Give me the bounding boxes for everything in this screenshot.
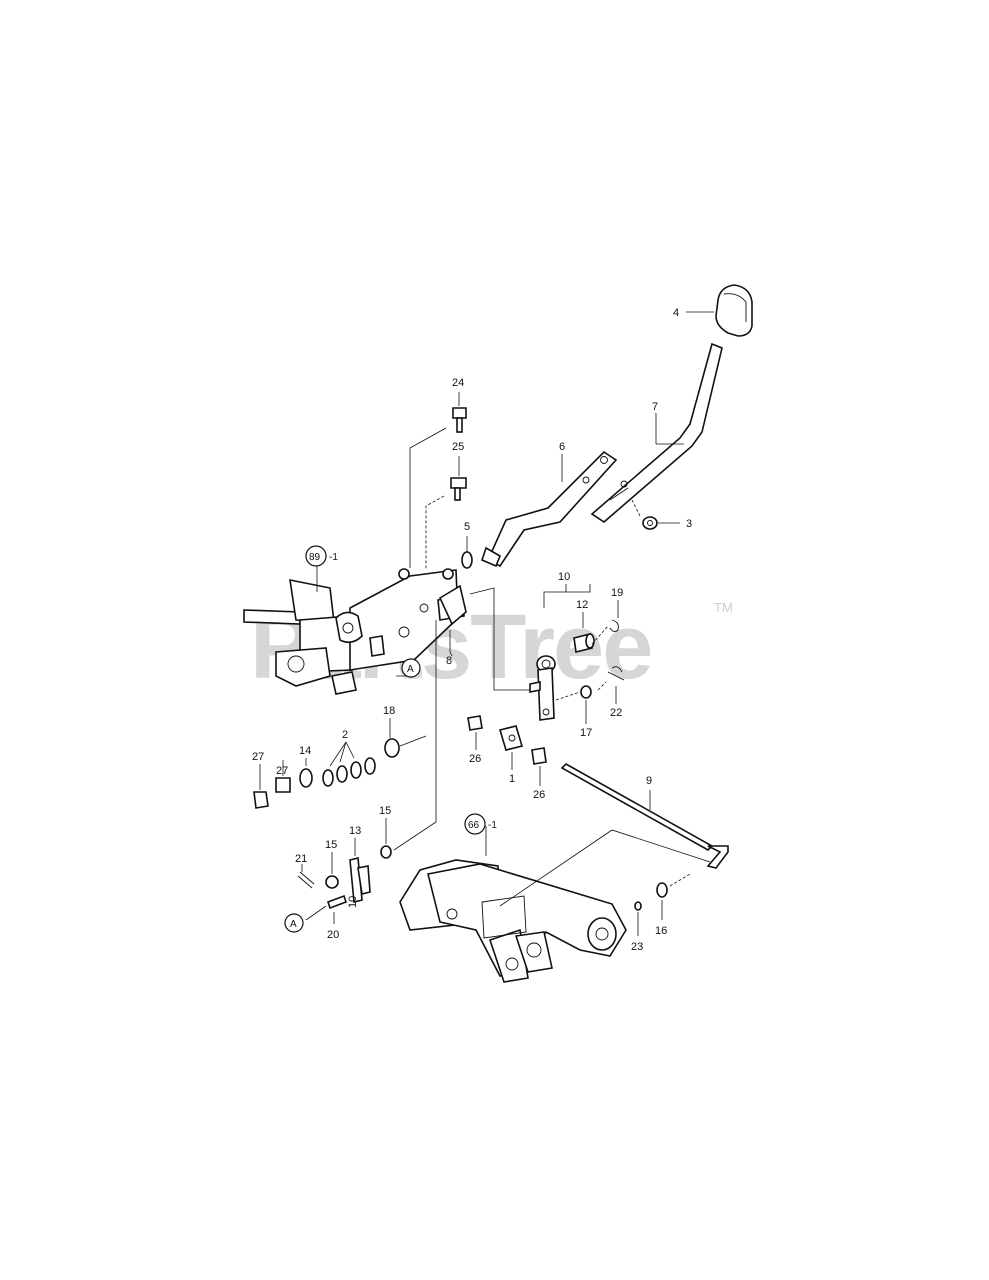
pin-part-20: [326, 894, 348, 910]
washer-part-14: [299, 768, 313, 788]
arm-part: [481, 450, 618, 568]
label-16: 16: [655, 925, 667, 937]
link-part-13: [349, 856, 371, 904]
svg-text:A: A: [407, 664, 414, 675]
label-15a: 15: [379, 805, 391, 817]
label-24: 24: [452, 377, 464, 389]
ref-callout-89: 89 -1: [305, 545, 338, 567]
label-18: 18: [383, 705, 395, 717]
pivot-bracket-part: [529, 655, 556, 721]
label-25: 25: [452, 441, 464, 453]
marker-a-upper: A: [401, 658, 421, 678]
bolt-part-25: [450, 477, 467, 501]
washers-part-2: [322, 757, 376, 787]
washer-part-15b: [325, 875, 339, 889]
label-1: 1: [509, 773, 515, 785]
bolt-part-24: [452, 407, 467, 433]
svg-text:66: 66: [468, 820, 480, 831]
label-19: 19: [611, 587, 623, 599]
shift-lever-part: [590, 342, 723, 524]
svg-text:89: 89: [309, 552, 321, 563]
label-10b: 10: [347, 896, 359, 908]
lever-part-8: [438, 584, 467, 626]
block-part-1: [498, 725, 524, 751]
label-14: 14: [299, 745, 311, 757]
clip-part-19: [609, 619, 619, 633]
ref-callout-66: 66 -1: [464, 813, 497, 835]
label-13: 13: [349, 825, 361, 837]
nut-part-27a: [253, 791, 269, 809]
knob-part: [715, 284, 753, 337]
label-4: 4: [673, 307, 679, 319]
washer-part: [461, 551, 473, 569]
label-2: 2: [342, 729, 348, 741]
rod-part-9: [560, 763, 729, 869]
label-21: 21: [295, 853, 307, 865]
label-17: 17: [580, 727, 592, 739]
label-10: 10: [558, 571, 570, 583]
label-3: 3: [686, 518, 692, 530]
washer-part-17: [580, 685, 592, 699]
nut-part-26b: [531, 747, 547, 765]
label-26b: 26: [533, 789, 545, 801]
label-22: 22: [610, 707, 622, 719]
washer-part-15a: [380, 845, 392, 859]
pin-part-21: [297, 871, 315, 889]
svg-text:A: A: [290, 919, 297, 930]
label-15b: 15: [325, 839, 337, 851]
svg-text:-1: -1: [329, 552, 338, 563]
label-12: 12: [576, 599, 588, 611]
washer-part-18: [384, 738, 400, 758]
label-6: 6: [559, 441, 565, 453]
label-27a: 27: [252, 751, 264, 763]
bushing-part: [573, 633, 595, 653]
marker-a-lower: A: [284, 913, 304, 933]
label-20: 20: [327, 929, 339, 941]
svg-text:-1: -1: [488, 820, 497, 831]
cotter-pin-part-22: [607, 666, 625, 681]
label-7: 7: [652, 401, 658, 413]
label-26a: 26: [469, 753, 481, 765]
washer-part-16: [656, 882, 668, 898]
label-9: 9: [646, 775, 652, 787]
label-23: 23: [631, 941, 643, 953]
label-8: 8: [446, 655, 452, 667]
clip-part-23: [634, 901, 642, 911]
nut-part: [642, 516, 658, 530]
label-5: 5: [464, 521, 470, 533]
label-27b: 27: [276, 765, 288, 777]
lower-bracket-assembly: [399, 859, 627, 983]
nut-part-26a: [467, 715, 483, 731]
trademark-text: TM: [714, 600, 733, 615]
nut-part-27b: [275, 777, 291, 793]
